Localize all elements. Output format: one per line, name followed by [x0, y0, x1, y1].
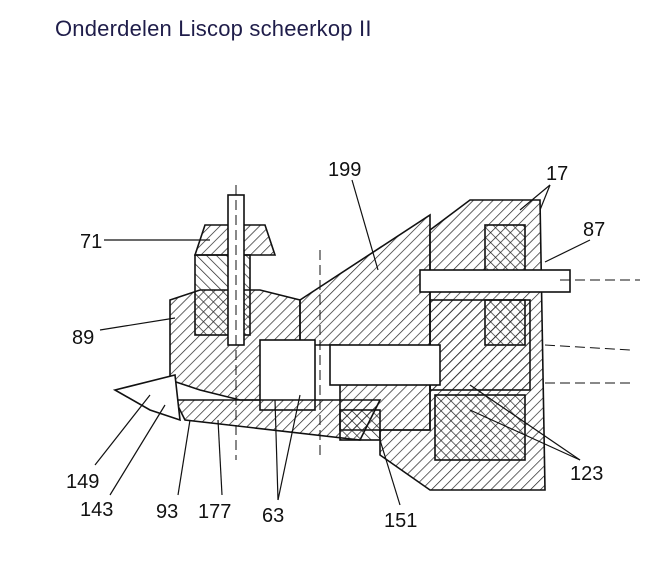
part-151 [339, 409, 381, 441]
label-199: 199 [328, 159, 361, 181]
label-177: 177 [198, 501, 231, 523]
label-149: 149 [66, 471, 99, 493]
label-143: 143 [80, 499, 113, 521]
label-123: 123 [570, 463, 603, 485]
label-151: 151 [384, 510, 417, 532]
page-title: Onderdelen Liscop scheerkop II [55, 16, 372, 41]
label-63: 63 [262, 505, 284, 527]
label-71: 71 [80, 231, 102, 253]
shaft-right [419, 269, 571, 293]
label-89: 89 [72, 327, 94, 349]
label-93: 93 [156, 501, 178, 523]
cone-body [299, 213, 431, 431]
disk [429, 299, 531, 391]
label-87: 87 [583, 219, 605, 241]
shaft [329, 344, 441, 386]
gear-lower [434, 394, 526, 461]
label-17: 17 [546, 163, 568, 185]
